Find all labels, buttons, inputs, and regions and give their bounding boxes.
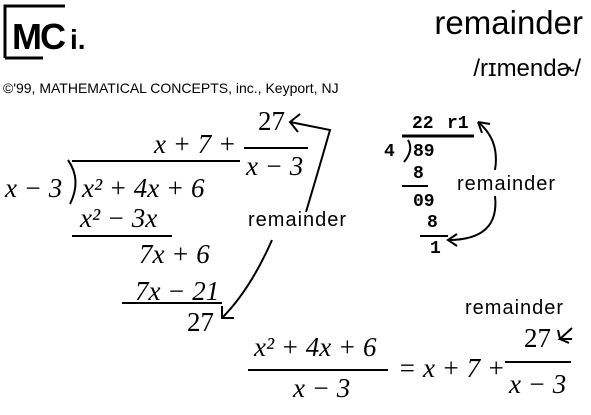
pronunciation: /rɪmendɚ/ — [473, 55, 581, 82]
poly-divisor: x − 3 — [5, 173, 63, 203]
num-step3-subtract: 8 — [427, 213, 438, 233]
eq-arrow-to-remainder — [557, 327, 573, 344]
num-arrow-to-remainder — [446, 195, 497, 247]
poly-quotient-divisor: x − 3 — [246, 151, 304, 181]
poly-dividend: x² + 4x + 6 — [82, 173, 205, 203]
logo: MC i. — [3, 2, 103, 64]
poly-arrow-to-remainder — [221, 239, 273, 319]
poly-step1-subtract: x² − 3x — [80, 203, 158, 233]
num-remainder: 1 — [430, 239, 441, 259]
copyright-line: ©'99, MATHEMATICAL CONCEPTS, inc., Keypo… — [3, 80, 339, 96]
eq-numerator: x² + 4x + 6 — [254, 332, 377, 362]
poly-quotient-terms: x + 7 + — [154, 129, 237, 159]
poly-step3-subtract: 7x − 21 — [135, 276, 220, 306]
poly-division-bracket — [67, 159, 77, 205]
eq-denominator: x − 3 — [293, 373, 351, 403]
poly-remainder-label: remainder — [248, 209, 348, 231]
logo-text: MC — [12, 16, 66, 57]
poly-remainder: 27 — [187, 307, 214, 337]
num-step2-result: 09 — [413, 192, 435, 212]
eq-remainder-label: remainder — [465, 297, 565, 319]
num-division-bracket — [403, 139, 412, 163]
poly-quotient-remainder: 27 — [258, 106, 285, 136]
logo-suffix: i. — [70, 24, 86, 55]
poly-arrow-to-quotient-remainder — [288, 113, 332, 213]
num-arrow-to-tag — [477, 121, 497, 171]
num-step1-subtract: 8 — [413, 164, 424, 184]
eq-rhs-denominator: x − 3 — [509, 369, 567, 399]
logo-frame — [3, 4, 65, 60]
page-title: remainder — [434, 4, 583, 41]
num-divisor: 4 — [384, 142, 395, 162]
num-quotient: 22 — [412, 114, 434, 134]
num-dividend: 89 — [413, 142, 435, 162]
num-remainder-tag: r1 — [447, 114, 469, 134]
num-remainder-label: remainder — [457, 173, 557, 195]
eq-rhs-terms: = x + 7 + — [398, 353, 506, 383]
poly-step2-result: 7x + 6 — [139, 239, 210, 269]
eq-rhs-numerator: 27 — [524, 323, 551, 353]
